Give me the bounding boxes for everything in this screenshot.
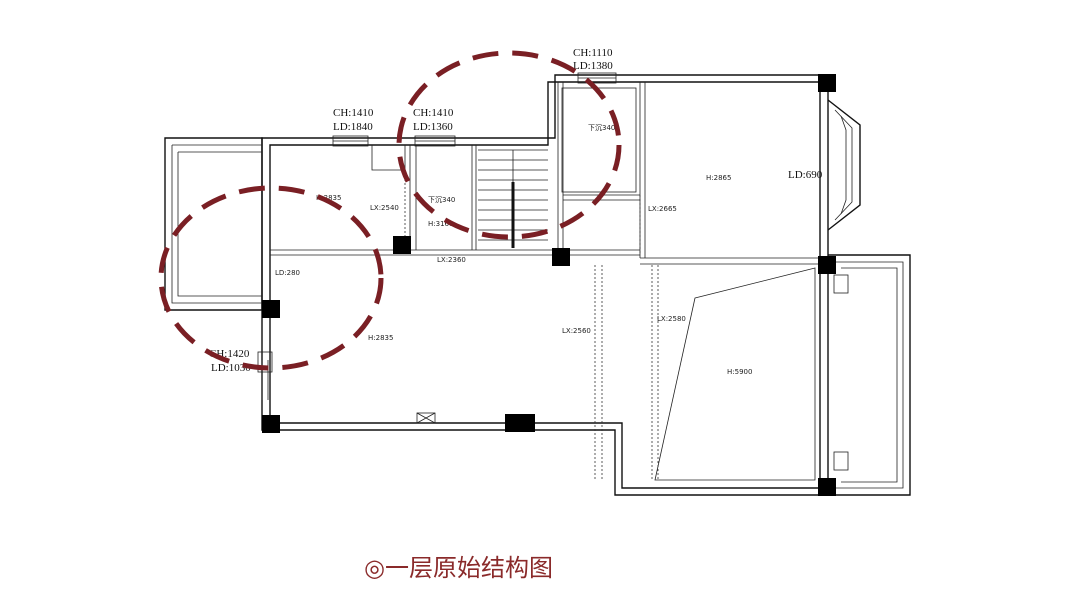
highlight-circles [158,50,622,371]
label-ld-1840: LD:1840 [333,121,373,133]
label-ch-1410-a: CH:1410 [333,107,374,119]
label-lx-2580: LX:2580 [657,315,686,323]
label-lx-2360: LX:2360 [437,256,466,264]
interior-walls [261,82,849,481]
label-sunken-340-a: 下沉340 [428,196,455,204]
label-h-5900: H:5900 [727,368,752,376]
label-ld-280: LD:280 [275,269,300,277]
label-h-2835-a: H:2835 [316,194,341,202]
label-ld-1380: LD:1380 [573,60,613,72]
label-ch-1410-b: CH:1410 [413,107,454,119]
label-h-3160: H:3160 [428,220,453,228]
label-lx-2540: LX:2540 [370,204,399,212]
label-ch-1110: CH:1110 [573,47,613,59]
label-lx-2665: LX:2665 [648,205,677,213]
label-ld-1030: LD:1030 [211,362,251,374]
label-ld-1360: LD:1360 [413,121,453,133]
windows [257,72,617,373]
highlight-circle-top [396,50,622,240]
structural-columns [262,74,836,496]
diagram-caption: ◎一层原始结构图 [364,554,553,582]
label-ld-690: LD:690 [788,169,823,181]
label-h-2835-b: H:2835 [368,334,393,342]
highlight-circle-left [158,185,384,371]
label-h-2865: H:2865 [706,174,731,182]
label-lx-2560: LX:2560 [562,327,591,335]
dimension-labels: CH:1110 LD:1380 CH:1410 LD:1840 CH:1410 … [209,47,823,376]
label-sunken-340-b: 下沉340 [588,124,615,132]
